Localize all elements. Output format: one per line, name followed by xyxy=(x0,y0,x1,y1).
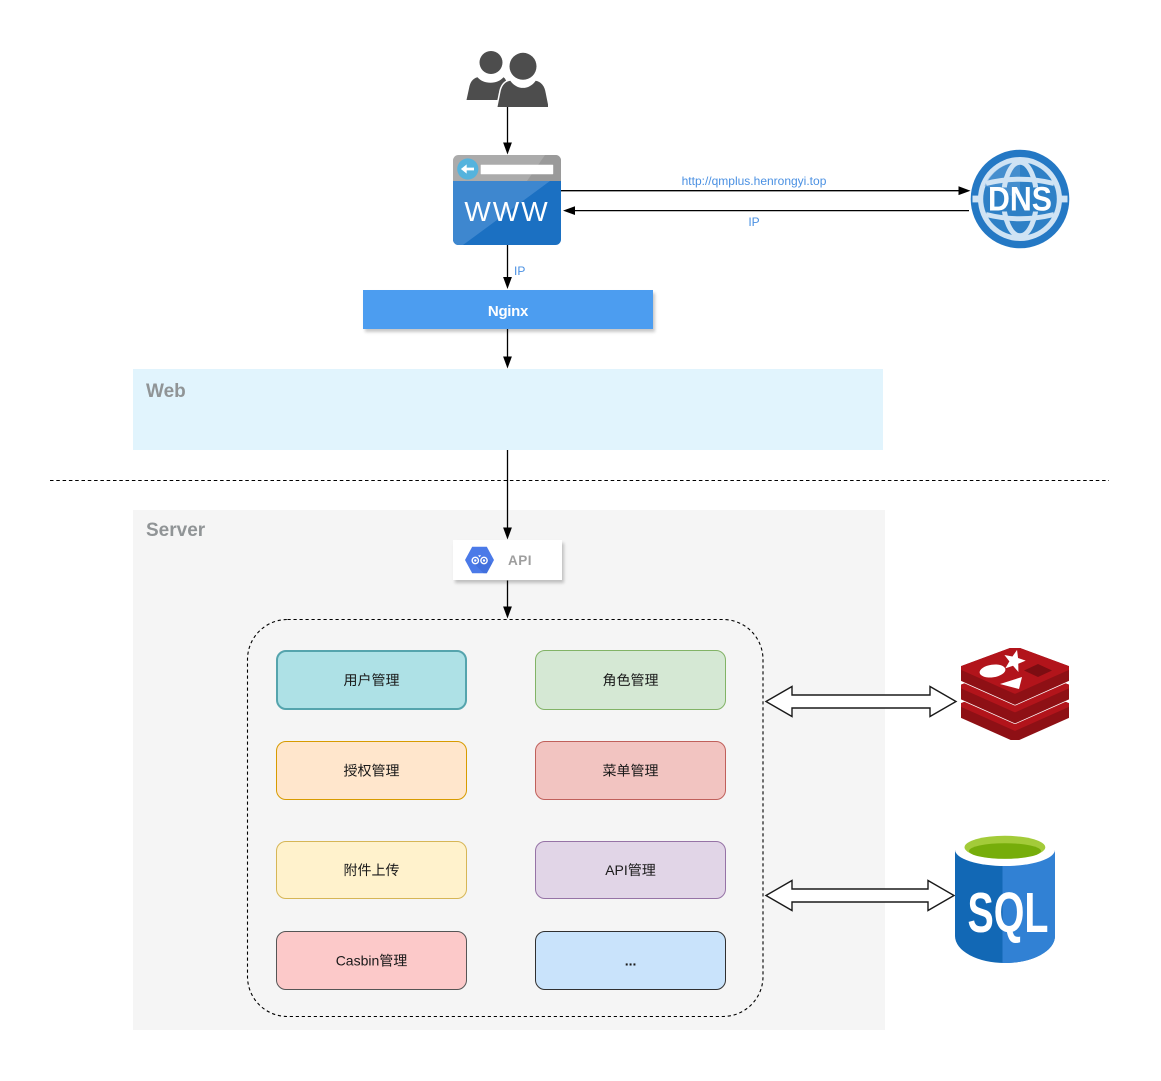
svg-text:DNS: DNS xyxy=(988,181,1052,219)
svg-text:...: ... xyxy=(625,953,637,969)
svg-text:Casbin: Casbin xyxy=(336,953,380,969)
svg-text:WWW: WWW xyxy=(464,196,549,227)
svg-text:API: API xyxy=(605,862,628,878)
svg-text:SQL: SQL xyxy=(968,881,1049,945)
